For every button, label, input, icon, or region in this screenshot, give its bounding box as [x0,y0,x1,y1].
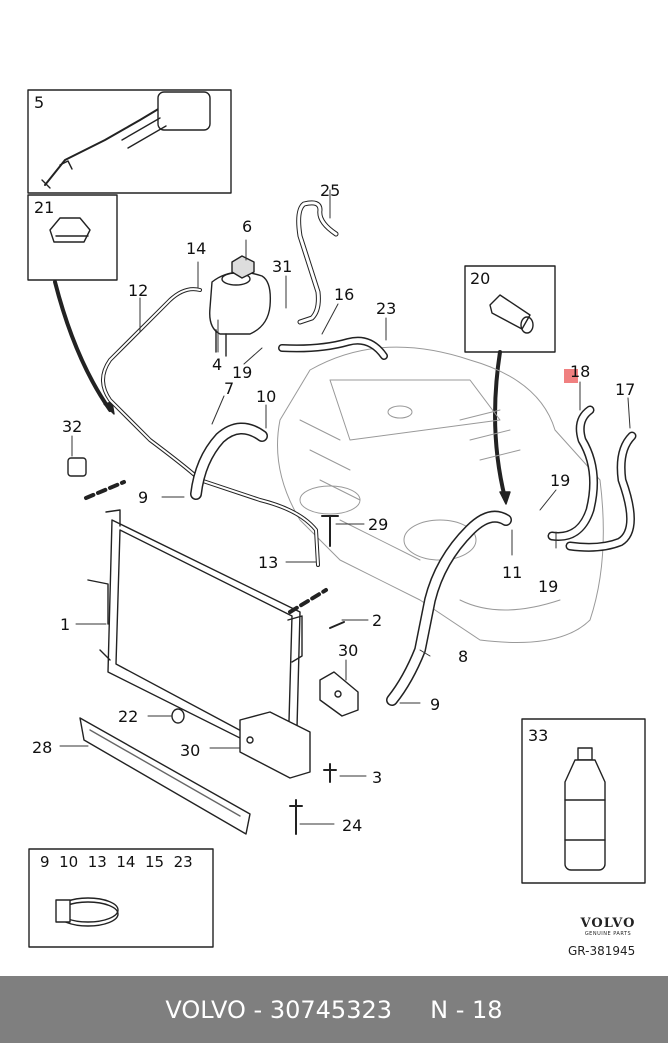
callout-30a: 30 [338,641,358,660]
grommet-22 [171,708,185,724]
arrow-21 [53,280,112,412]
brand-block: VOLVO GENUINE PARTS [568,916,648,937]
bolt-3 [323,763,337,783]
strip-28 [79,717,251,835]
callout-12: 12 [128,281,148,300]
callout-31: 31 [272,257,292,276]
dashed-guide [288,588,328,614]
callout-19b: 19 [550,471,570,490]
dashed-guide [84,480,126,500]
bolt-29 [321,515,339,547]
hose-12 [101,287,320,567]
callout-33: 33 [528,726,548,745]
callout-23: 23 [376,299,396,318]
callout-30b: 30 [180,741,200,760]
genuine-parts-label: GENUINE PARTS [584,931,632,937]
inset-box-33 [521,718,646,884]
callout-9b: 9 [430,695,440,714]
part-32 [67,457,87,477]
volvo-logo: VOLVO [580,916,636,931]
callout-labels: 5 21 20 33 1 2 3 4 6 7 8 9 9 10 11 12 13… [32,93,635,871]
highlight-marker [564,369,578,383]
callout-11: 11 [502,563,522,582]
footer-brand: VOLVO [165,995,246,1024]
callout-19a: 19 [232,363,252,382]
callout-8: 8 [458,647,468,666]
callout-24: 24 [342,816,362,835]
callout-2: 2 [372,611,382,630]
callout-20: 20 [470,269,490,288]
bolt-2 [329,621,345,629]
arrowhead-21 [103,401,115,415]
callout-4: 4 [212,355,222,374]
footer-separator: - [245,995,270,1024]
footer-position: N - 18 [430,995,503,1024]
callout-5: 5 [34,93,44,112]
reference-number: GR-381945 [568,944,636,958]
arrowhead-20 [499,491,511,505]
callout-29: 29 [368,515,388,534]
callout-13: 13 [258,553,278,572]
footer-bar: VOLVO - 30745323 N - 18 [0,976,668,1043]
engine-block [277,346,604,643]
callout-32: 32 [62,417,82,436]
callout-19c: 19 [538,577,558,596]
callout-7: 7 [224,379,234,398]
clamp-box-numbers: 9 10 13 14 15 23 [40,853,193,871]
bracket-30 [239,671,359,779]
footer-gap [392,996,430,1024]
callout-1: 1 [60,615,70,634]
inset-box-5 [27,89,232,194]
callout-14: 14 [186,239,206,258]
inset-box-21 [27,194,118,281]
callout-28: 28 [32,738,52,757]
parts-diagram: 5 21 20 33 1 2 3 4 6 7 8 9 9 10 11 12 13… [27,89,646,948]
callout-10: 10 [256,387,276,406]
callout-16: 16 [334,285,354,304]
inset-box-clamps [28,848,214,948]
expansion-tank [209,255,272,357]
arrow-20 [493,350,507,500]
callout-17: 17 [615,380,635,399]
callout-18: 18 [570,362,590,381]
callout-25: 25 [320,181,340,200]
footer-part-number: 30745323 [269,995,392,1024]
callout-6: 6 [242,217,252,236]
callout-22: 22 [118,707,138,726]
callout-3: 3 [372,768,382,787]
inset-box-20 [464,265,556,353]
callout-9a: 9 [138,488,148,507]
leader-lines [59,189,631,825]
callout-21: 21 [34,198,54,217]
pin-24 [289,799,303,835]
